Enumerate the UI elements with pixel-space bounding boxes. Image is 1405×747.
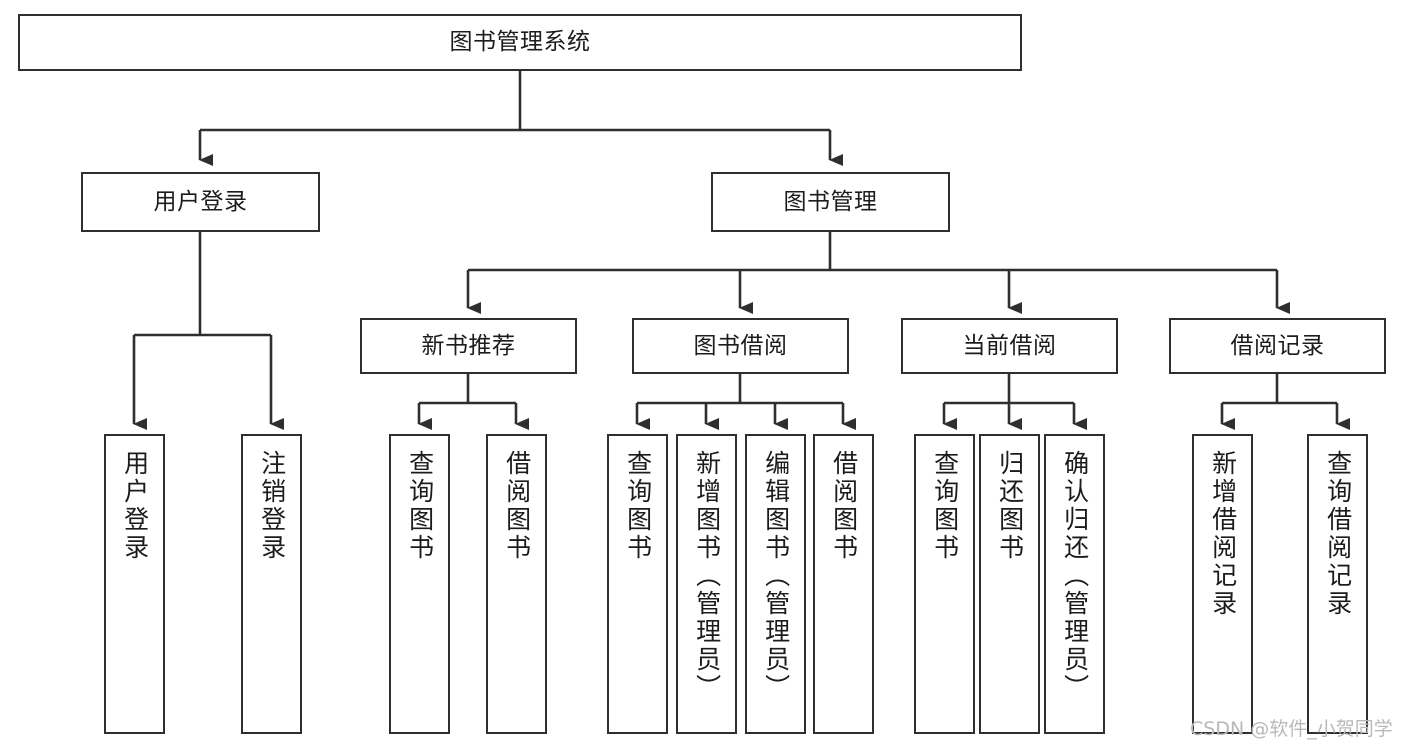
node-user-login-label: 用户登录 [153, 188, 248, 215]
leaf-query-book-borrow-label: 查询图书 [623, 450, 653, 562]
leaf-query-book-recommend-label: 查询图书 [405, 450, 435, 562]
leaf-confirm-return-admin-label: 确认归还（管理员） [1060, 450, 1090, 702]
node-new-book-recommend-label: 新书推荐 [421, 332, 516, 359]
node-book-management-label: 图书管理 [783, 188, 878, 215]
leaf-add-borrow-record[interactable]: 新增借阅记录 [1192, 434, 1253, 734]
leaf-add-book-admin-label: 新增图书（管理员） [692, 450, 722, 702]
node-borrow-record-label: 借阅记录 [1230, 332, 1325, 359]
leaf-query-book-current[interactable]: 查询图书 [914, 434, 975, 734]
leaf-edit-book-admin[interactable]: 编辑图书（管理员） [745, 434, 806, 734]
leaf-logout-label: 注销登录 [257, 450, 287, 562]
leaf-borrow-book-label: 借阅图书 [829, 450, 859, 562]
leaf-logout[interactable]: 注销登录 [241, 434, 302, 734]
node-new-book-recommend[interactable]: 新书推荐 [360, 318, 577, 374]
node-root-label: 图书管理系统 [449, 29, 591, 56]
leaf-query-book-borrow[interactable]: 查询图书 [607, 434, 668, 734]
node-borrow-record[interactable]: 借阅记录 [1169, 318, 1386, 374]
node-book-borrow-label: 图书借阅 [693, 332, 788, 359]
node-current-borrow[interactable]: 当前借阅 [901, 318, 1118, 374]
node-book-management[interactable]: 图书管理 [711, 172, 950, 232]
leaf-borrow-book[interactable]: 借阅图书 [813, 434, 874, 734]
leaf-add-book-admin[interactable]: 新增图书（管理员） [676, 434, 737, 734]
node-current-borrow-label: 当前借阅 [962, 332, 1057, 359]
node-root[interactable]: 图书管理系统 [18, 14, 1022, 71]
leaf-user-login-label: 用户登录 [120, 450, 150, 562]
leaf-query-borrow-record[interactable]: 查询借阅记录 [1307, 434, 1368, 734]
leaf-add-borrow-record-label: 新增借阅记录 [1208, 450, 1238, 618]
leaf-edit-book-admin-label: 编辑图书（管理员） [761, 450, 791, 702]
node-user-login[interactable]: 用户登录 [81, 172, 320, 232]
leaf-confirm-return-admin[interactable]: 确认归还（管理员） [1044, 434, 1105, 734]
leaf-return-book-label: 归还图书 [995, 450, 1025, 562]
leaf-return-book[interactable]: 归还图书 [979, 434, 1040, 734]
leaf-borrow-book-recommend-label: 借阅图书 [502, 450, 532, 562]
leaf-user-login[interactable]: 用户登录 [104, 434, 165, 734]
leaf-query-book-recommend[interactable]: 查询图书 [389, 434, 450, 734]
node-book-borrow[interactable]: 图书借阅 [632, 318, 849, 374]
leaf-query-borrow-record-label: 查询借阅记录 [1323, 450, 1353, 618]
watermark: CSDN @软件_小贺同学 [1190, 718, 1393, 740]
leaf-borrow-book-recommend[interactable]: 借阅图书 [486, 434, 547, 734]
leaf-query-book-current-label: 查询图书 [930, 450, 960, 562]
